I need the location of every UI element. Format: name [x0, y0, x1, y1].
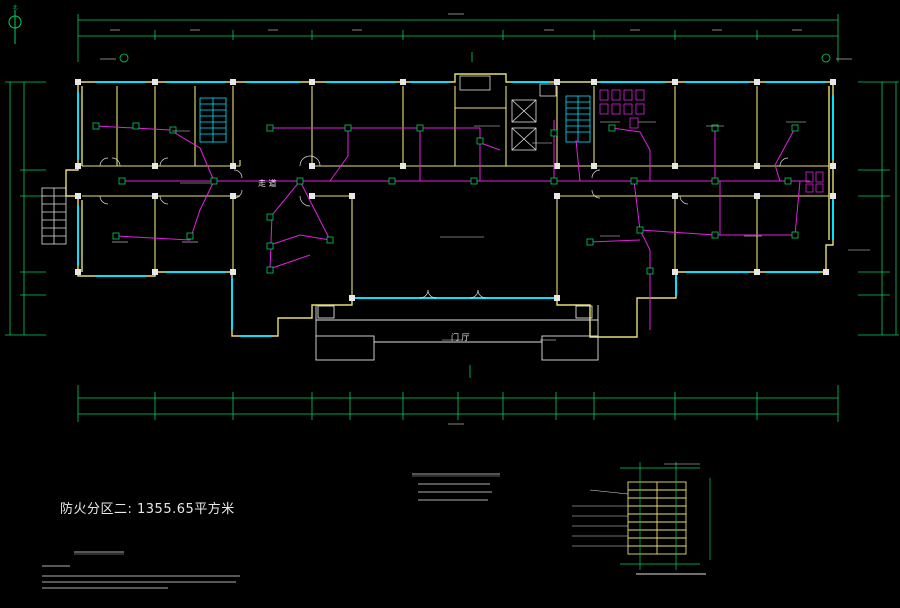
svg-text:北: 北 [12, 4, 17, 11]
smoke-detector-icons [92, 122, 799, 275]
stair-left [199, 97, 227, 143]
entrance-porch [315, 305, 599, 361]
stair-right [565, 95, 591, 143]
windows [77, 81, 834, 337]
left-side-block [41, 187, 67, 245]
fire-alarm-wiring [95, 120, 810, 330]
elevator-shafts [459, 75, 557, 151]
axis-bubble-icons [119, 52, 831, 378]
left-dimension-lines [5, 81, 46, 336]
bottom-dimension-lines [77, 385, 839, 422]
north-arrow-icon: 北 [8, 4, 22, 44]
top-dimension-lines [77, 14, 839, 62]
fire-zone-area-label: 防火分区二: 1355.65平方米 [60, 502, 235, 517]
toilet-fixtures [599, 89, 824, 193]
hall-label: 门 厅 [451, 333, 470, 342]
stair-detail-dimensions [620, 462, 711, 570]
right-dimension-lines [858, 81, 899, 336]
legend-block [412, 473, 500, 501]
room-annotation-marks [100, 13, 870, 425]
notes-lines [42, 551, 240, 589]
columns [75, 79, 836, 301]
door-swings [99, 155, 789, 299]
stair-detail-plan [627, 481, 687, 555]
corridor-label: 走 道 [258, 179, 277, 188]
interior-walls [82, 86, 829, 298]
stair-detail-leaders [572, 463, 706, 575]
